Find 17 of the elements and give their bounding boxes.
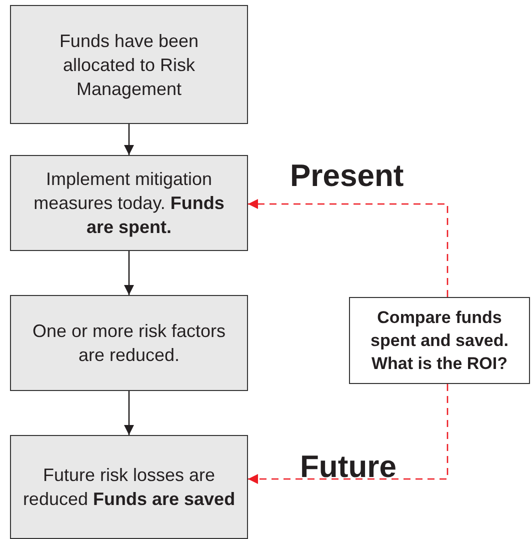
arrow <box>124 124 134 155</box>
note-box <box>349 297 530 384</box>
process-box <box>10 295 248 391</box>
box-text: One or more risk factors are reduced. <box>31 320 227 367</box>
box-text: Funds have been allocated to Risk Management <box>58 30 200 100</box>
phase-label: Future <box>300 449 396 485</box>
process-box <box>10 435 248 539</box>
box-text: Compare funds spent and saved. What is the ROI? <box>370 307 510 375</box>
arrow <box>248 199 448 297</box>
phase-label: Present <box>290 158 404 194</box>
arrow <box>124 251 134 295</box>
arrow <box>248 384 448 484</box>
box-text: Implement mitigation measures today. Funds are spent. <box>32 168 226 239</box>
box-text: Future risk losses are reduced Funds are saved <box>22 464 236 511</box>
arrow <box>124 391 134 435</box>
process-box <box>10 155 248 251</box>
process-box <box>10 5 248 124</box>
